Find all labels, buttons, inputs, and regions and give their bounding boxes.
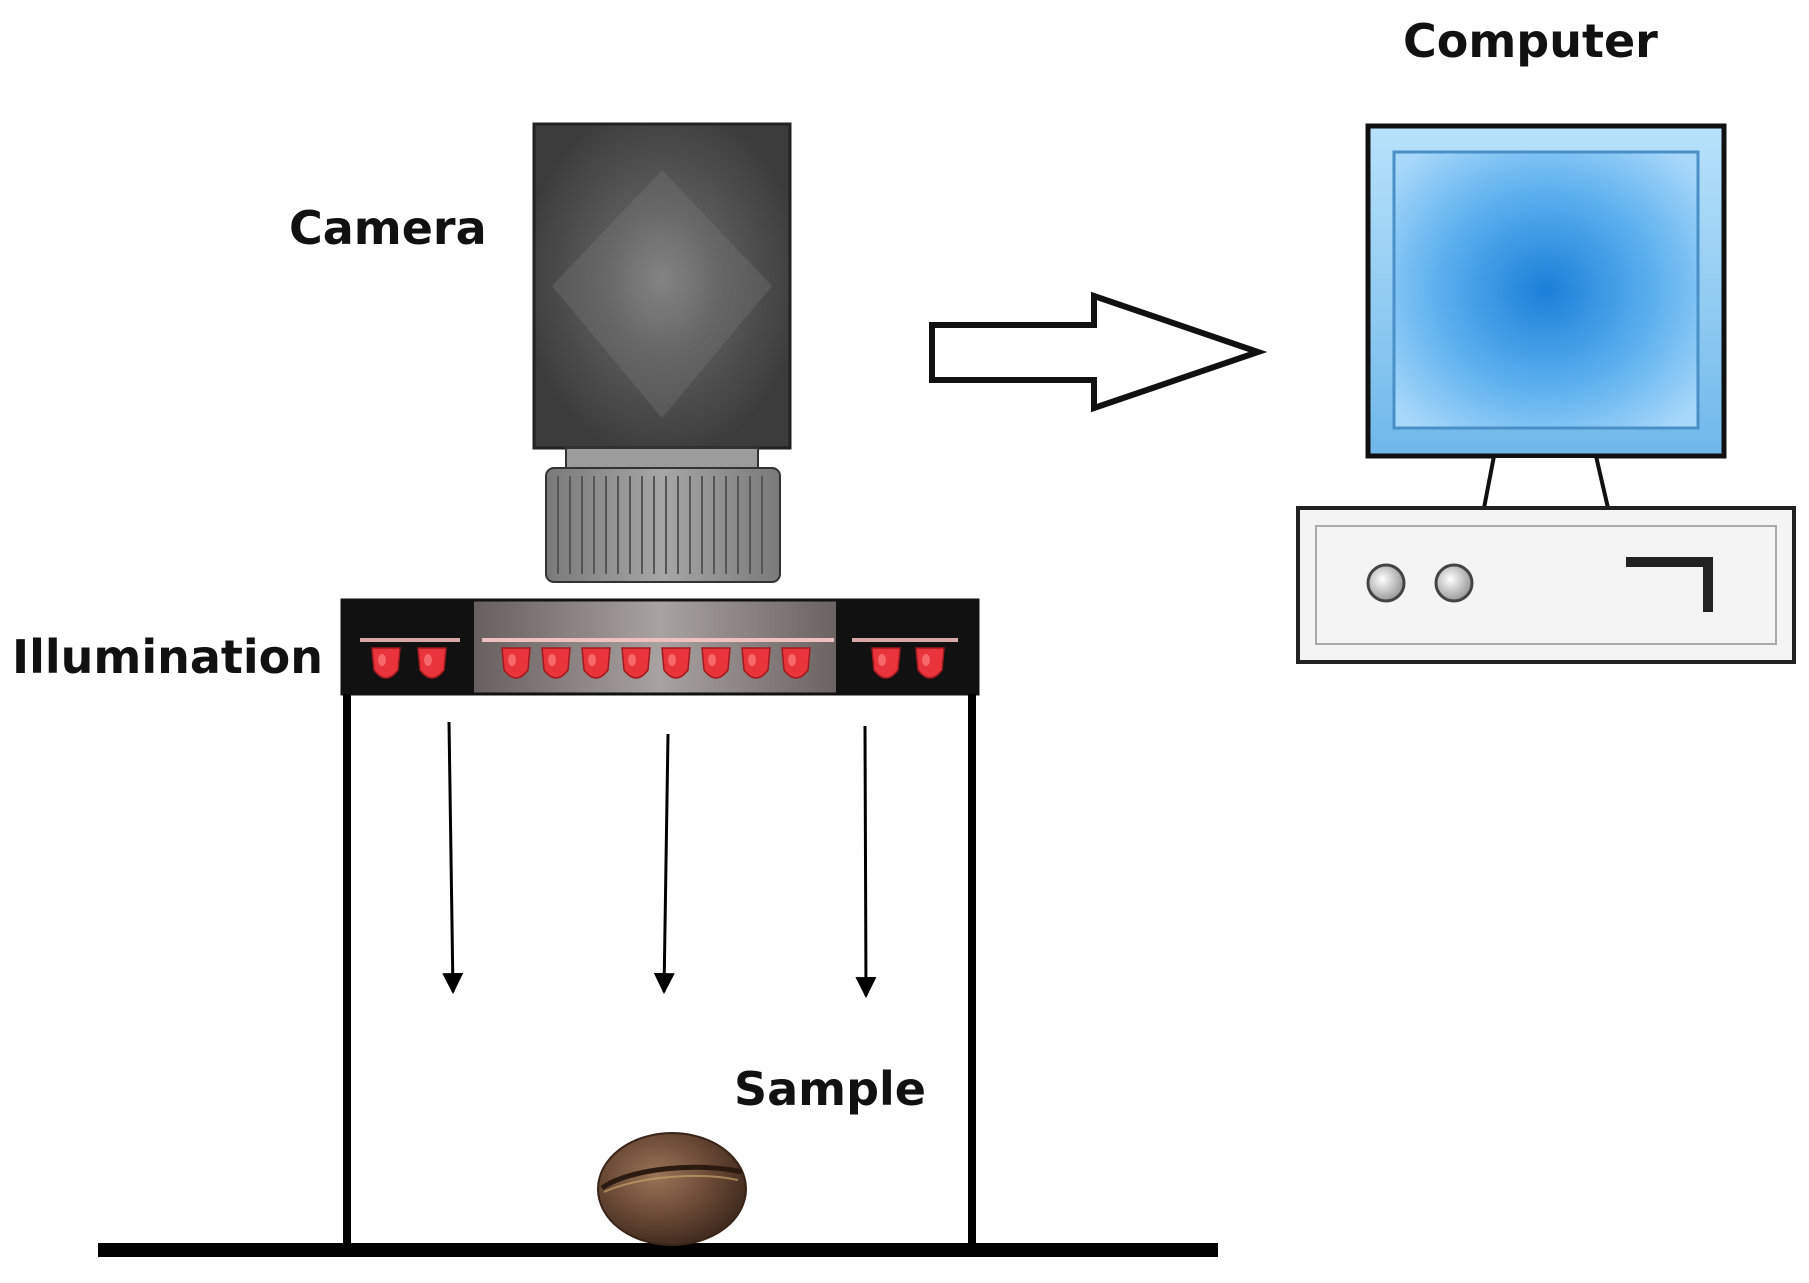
camera-label: Camera — [289, 201, 487, 255]
led-icon — [417, 647, 447, 679]
led-icon — [741, 647, 771, 679]
led-icon — [701, 647, 731, 679]
led-icon — [581, 647, 611, 679]
led-icon — [371, 647, 401, 679]
power-knob-icon — [1366, 563, 1406, 603]
lens-icon — [545, 467, 781, 583]
hollow-arrow-right-icon — [929, 291, 1268, 413]
light-ray-center — [653, 733, 675, 995]
led-icon — [541, 647, 571, 679]
led-ring-icon — [340, 598, 980, 696]
led-icon — [501, 647, 531, 679]
led-icon — [661, 647, 691, 679]
light-ray-left — [442, 721, 464, 995]
led-icon — [781, 647, 811, 679]
camera-icon — [532, 122, 792, 469]
led-icon — [621, 647, 651, 679]
led-icon — [915, 647, 945, 679]
sample-label: Sample — [734, 1062, 926, 1116]
led-icon — [871, 647, 901, 679]
desktop-case-icon — [1296, 506, 1796, 664]
light-ray-right — [855, 725, 877, 999]
illumination-label: Illumination — [12, 630, 323, 684]
reset-knob-icon — [1434, 563, 1474, 603]
monitor-icon — [1365, 123, 1727, 510]
coffee-bean-icon — [597, 1132, 747, 1246]
computer-label: Computer — [1403, 14, 1658, 68]
